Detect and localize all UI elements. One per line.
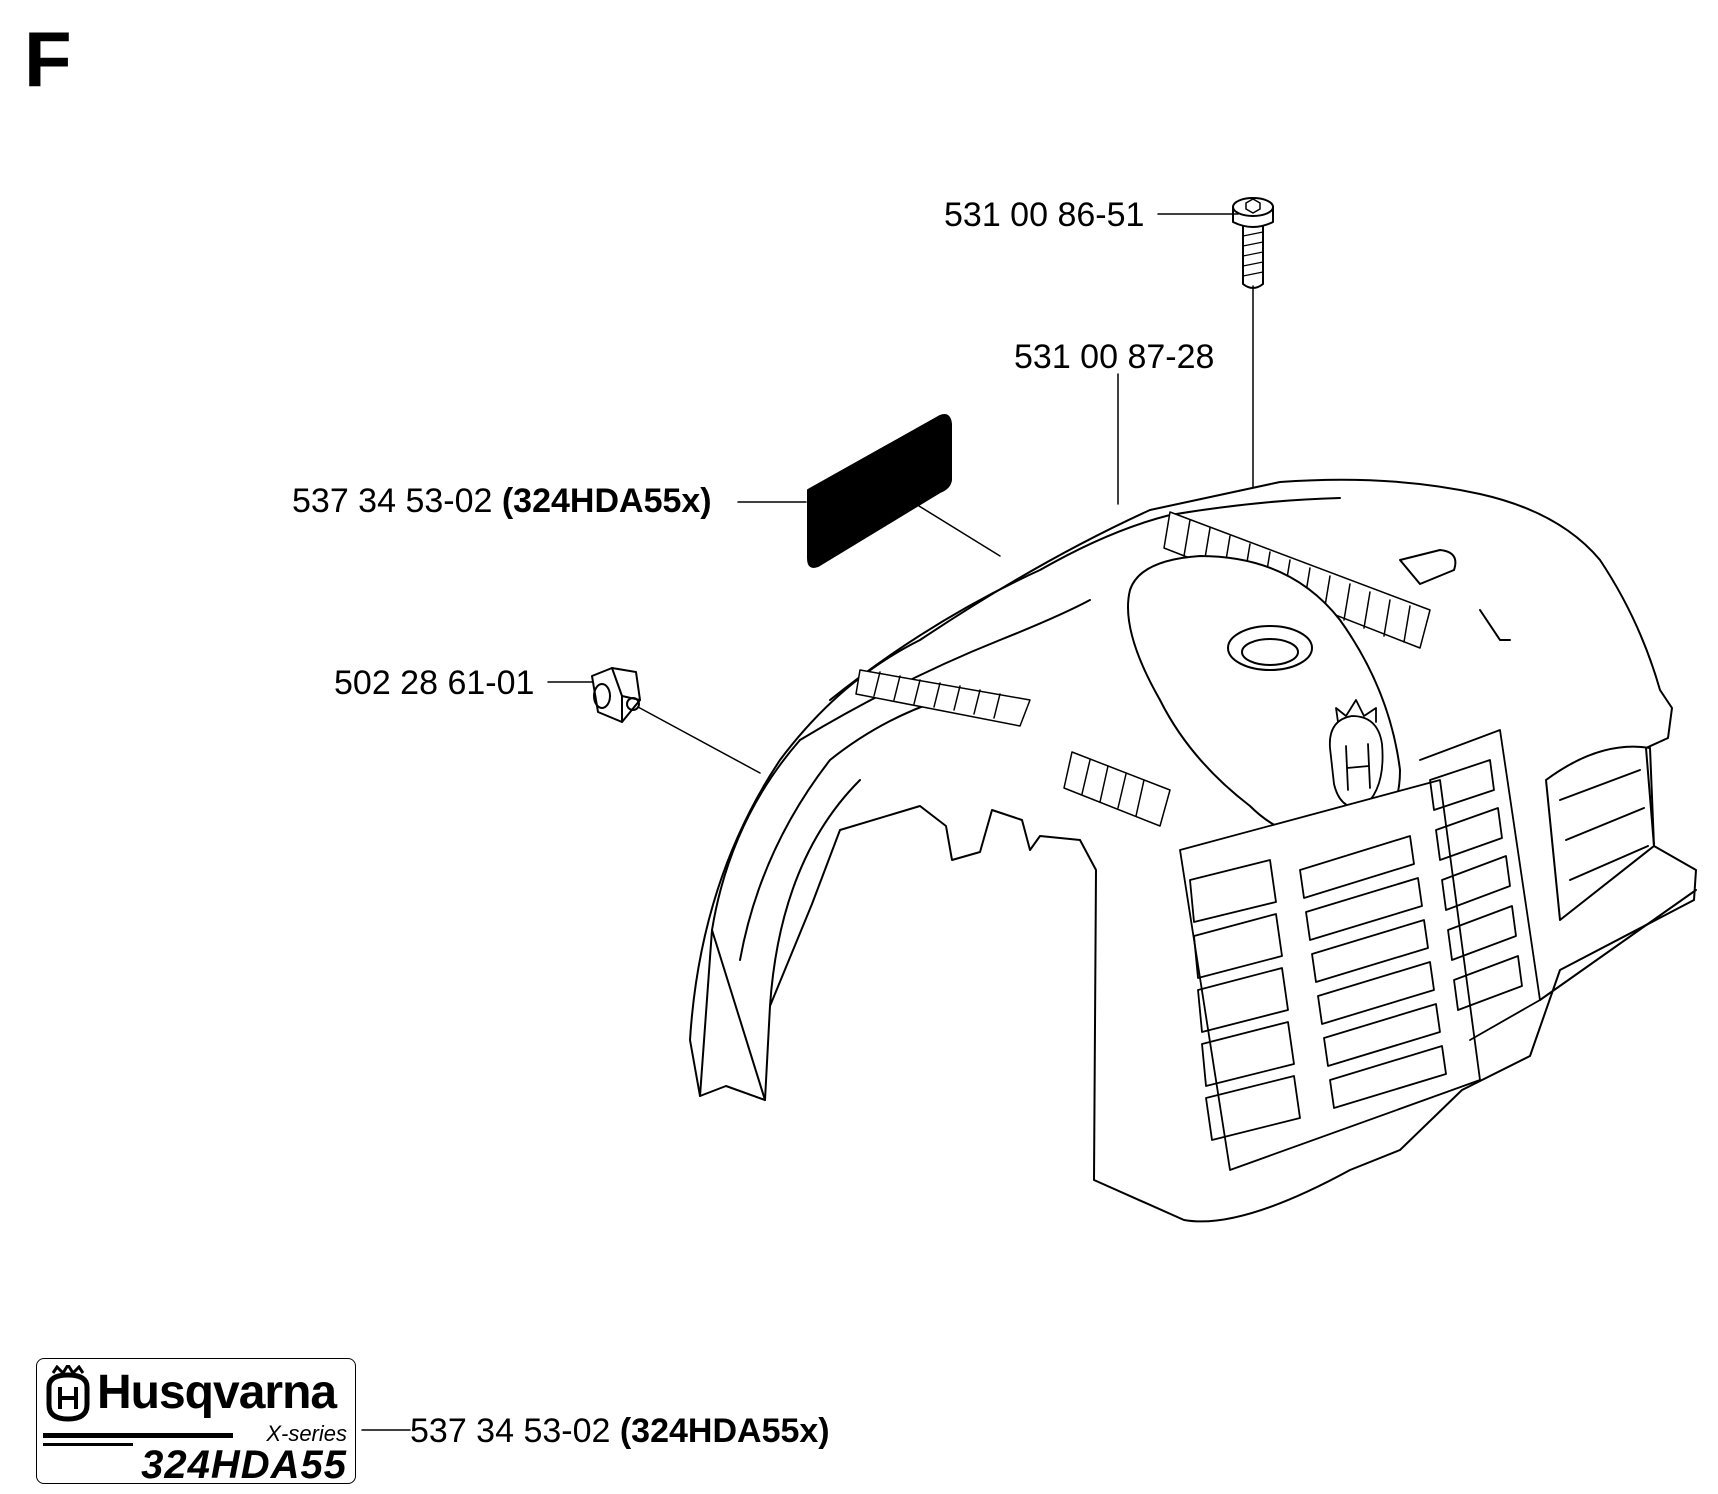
decal-variant: (324HDA55x) (619, 1412, 830, 1450)
cover-part-number: 531 00 87-28 (1014, 338, 1215, 376)
decal-rule (43, 1433, 233, 1438)
callout-cover-part-number: 531 00 87-28 (1014, 340, 1214, 374)
engine-cover-icon (689, 478, 1697, 1223)
label-part-number: 537 34 53-02 (292, 482, 493, 520)
clip-part-number: 502 28 61-01 (334, 664, 535, 702)
callout-clip-part-number: 502 28 61-01 (334, 666, 534, 700)
callout-label-part-number: 537 34 53-02 (324HDA55x) (292, 484, 712, 518)
decal-series: X-series (266, 1421, 347, 1446)
label-variant: (324HDA55x) (501, 482, 712, 520)
callout-decal-part-number: 537 34 53-02 (324HDA55x) (410, 1414, 830, 1448)
husqvarna-crown-logo-icon (46, 1365, 90, 1422)
decal-brand-name: Husqvarna (97, 1366, 337, 1419)
section-letter: F (24, 15, 72, 103)
callout-screw-part-number: 531 00 86-51 (944, 198, 1144, 232)
decal-rule-secondary (43, 1443, 133, 1446)
model-decal: Husqvarna X-series 324HDA55 (36, 1358, 356, 1487)
screw-icon (1232, 197, 1274, 289)
screw-part-number: 531 00 86-51 (944, 196, 1145, 234)
label-sticker-icon (807, 414, 952, 568)
decal-model: 324HDA55 (141, 1443, 347, 1487)
decal-part-number: 537 34 53-02 (410, 1412, 611, 1450)
clip-nut-icon (591, 667, 641, 723)
